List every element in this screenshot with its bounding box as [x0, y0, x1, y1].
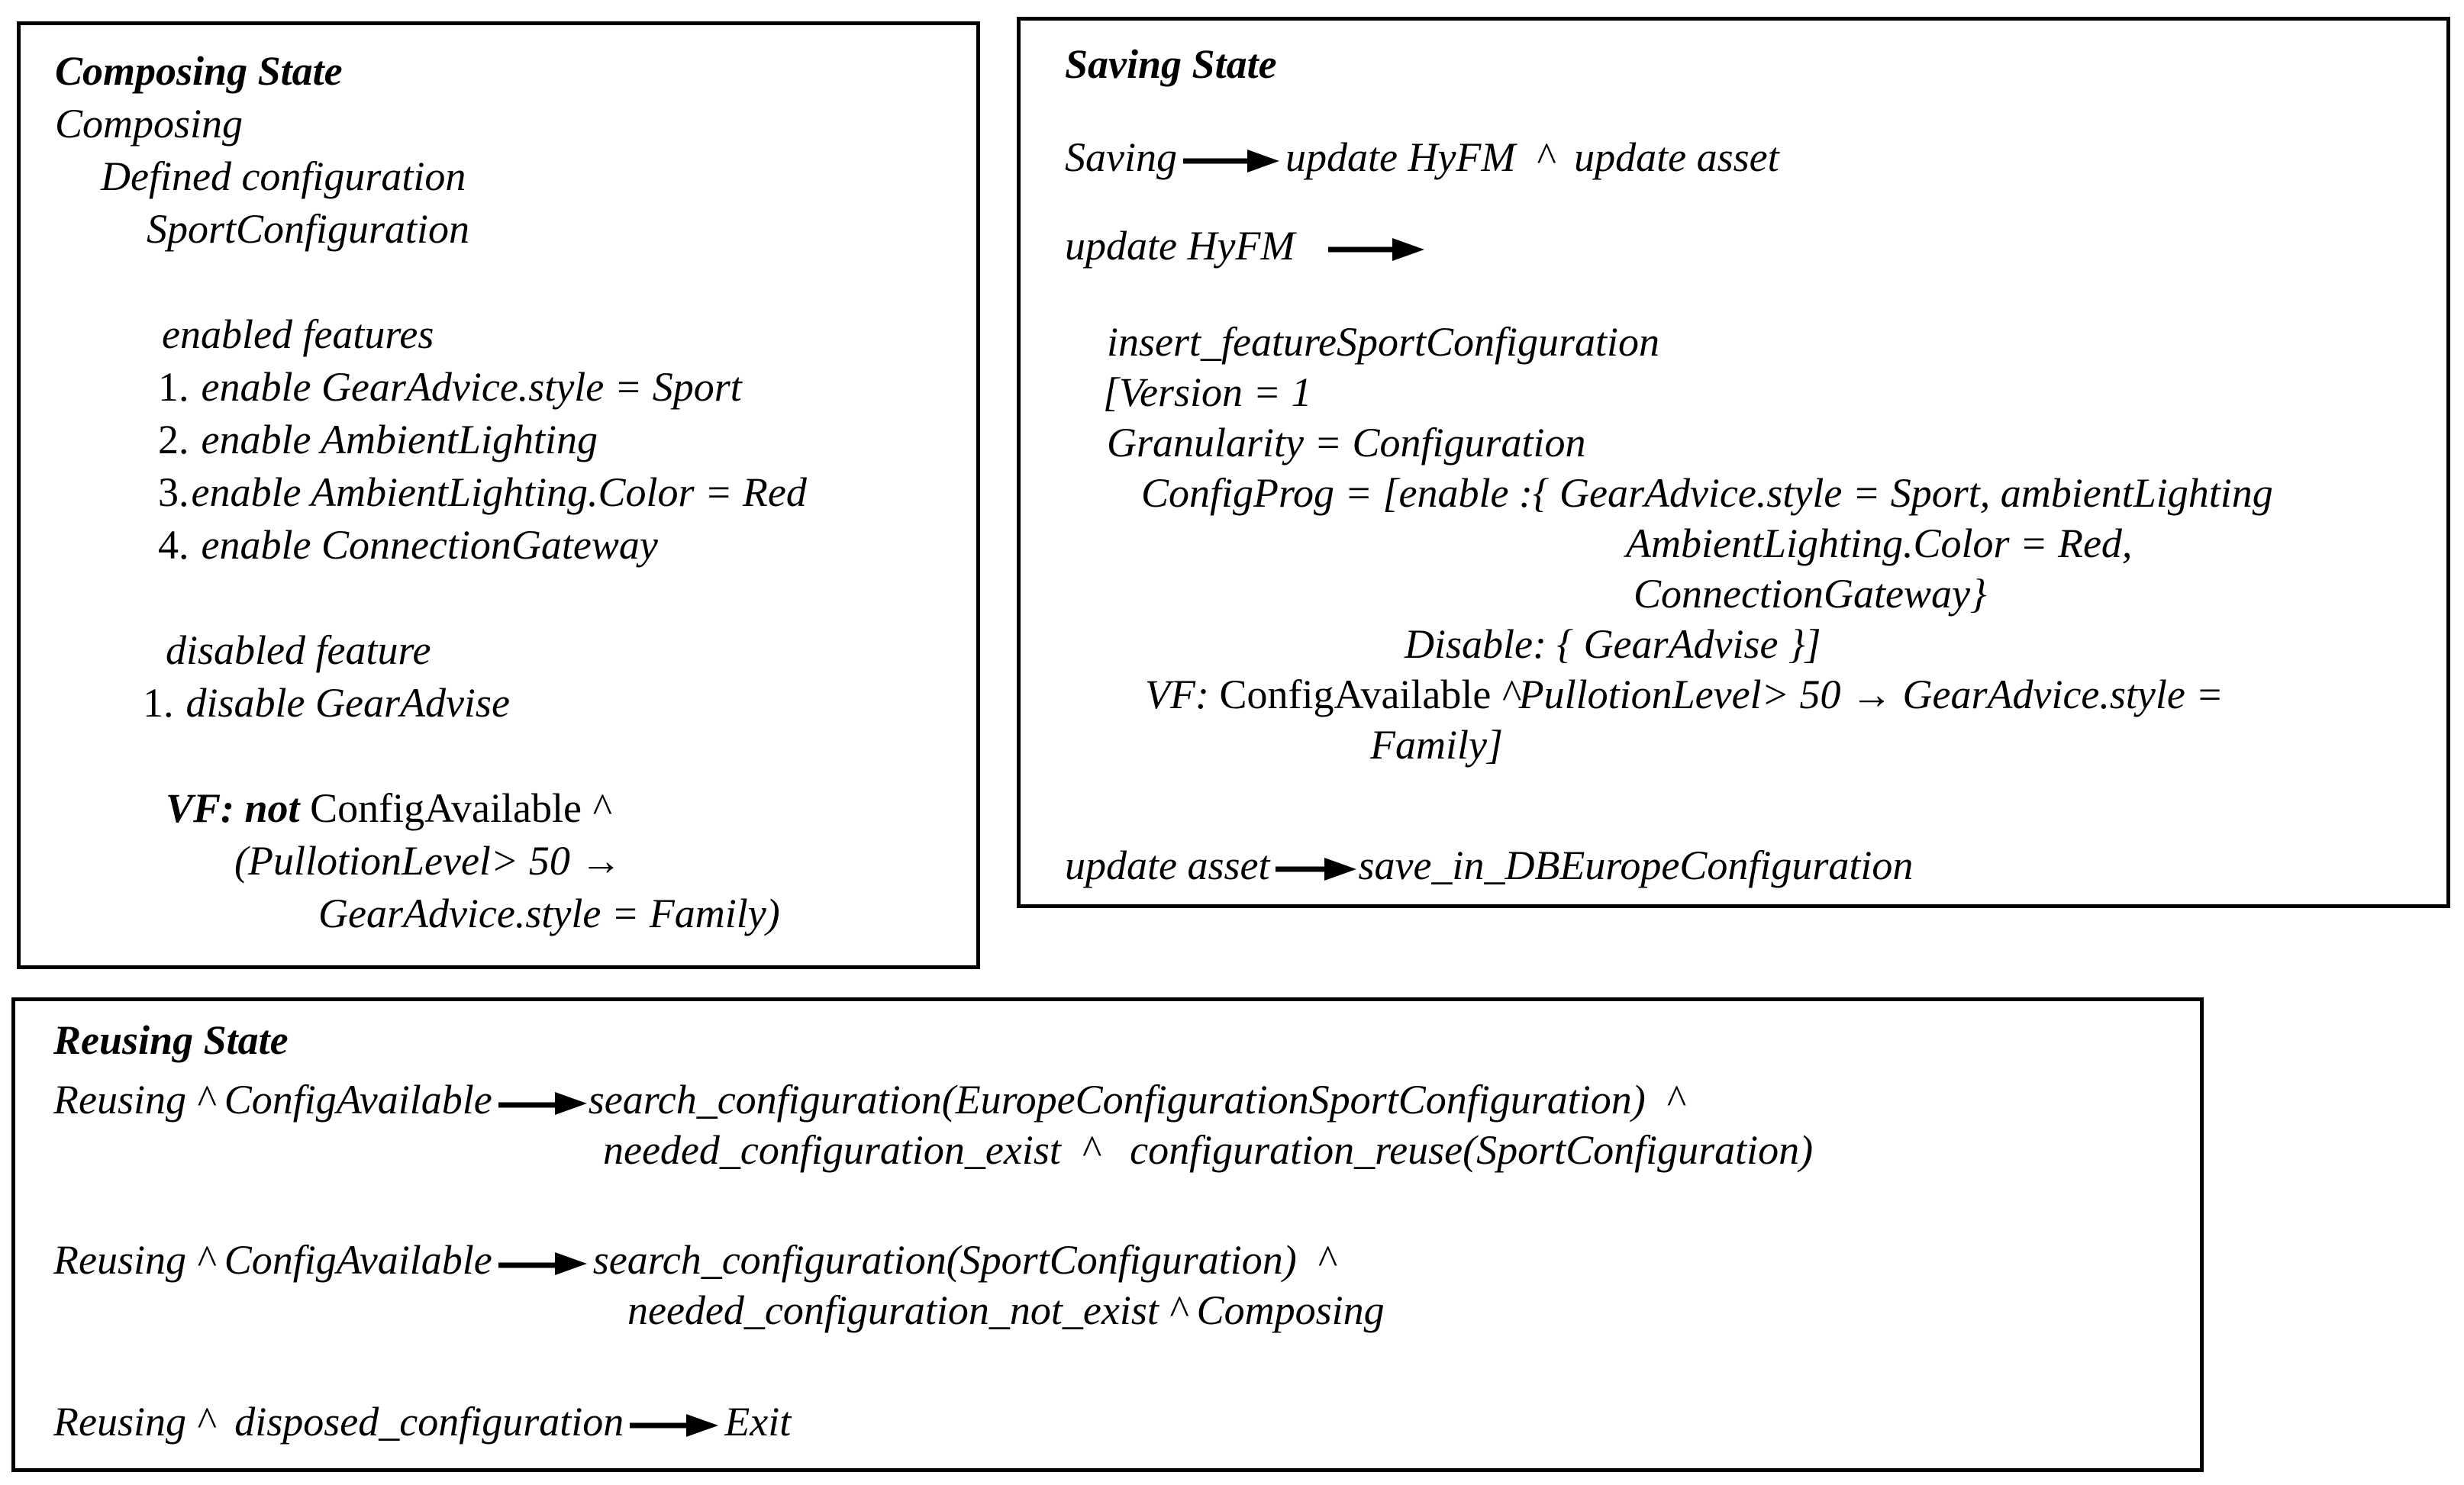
rule-rhs: search_configuration(EuropeConfiguration… — [588, 1077, 1684, 1123]
saving-title-text: Saving State — [1065, 41, 1277, 87]
defined-configuration-line: Defined configuration — [101, 153, 466, 199]
item-text: enable AmbientLighting — [201, 417, 598, 462]
vf-line-3: GearAdvice.style = Family) — [318, 891, 780, 936]
item-number: 2. — [158, 417, 189, 462]
right-arrow-icon — [1328, 238, 1425, 261]
connectiongateway-line: ConnectionGateway} — [1634, 571, 1987, 617]
rule-rhs: save_in_DBEuropeConfiguration — [1358, 842, 1914, 888]
right-arrow-icon — [498, 1252, 587, 1275]
blank-line — [55, 572, 976, 624]
disabled-item-1: 1.disable GearAdvise — [143, 677, 976, 730]
disable-line: Disable: { GearAdvise }] — [1405, 621, 1821, 667]
item-number: 4. — [158, 522, 189, 568]
vf-line-2: Family] — [1370, 722, 1503, 768]
item-number: 3. — [158, 469, 189, 515]
version-line: [Version = 1 — [1103, 369, 1312, 415]
rule-rhs: search_configuration(SportConfiguration)… — [592, 1237, 1335, 1283]
vf-condition: ^PullotionLevel> 50 → GearAdvice.style = — [1491, 672, 2224, 717]
rule-rhs: Exit — [724, 1399, 792, 1445]
composing-state-line: Composing — [55, 101, 243, 147]
enabled-features-heading: enabled features — [162, 311, 434, 357]
reusing-rule-1-line-1: Reusing ^ ConfigAvailable search_configur… — [53, 1074, 2200, 1125]
ambientlighting-color-line: AmbientLighting.Color = Red, — [1626, 520, 2133, 566]
rule-rhs: update HyFM ^ update asset — [1285, 134, 1779, 180]
right-arrow-icon — [498, 1092, 587, 1115]
item-text: enable ConnectionGateway — [201, 522, 658, 568]
vf-line-2: (PullotionLevel> 50 → — [234, 838, 622, 884]
insert-feature-line: insert_featureSportConfiguration — [1107, 319, 1660, 365]
reusing-rule-3: Reusing ^ disposed_configuration Exit — [53, 1396, 2200, 1447]
and-operator: ^ — [581, 785, 610, 831]
enabled-item-1: 1. enable GearAdvice.style = Sport — [158, 361, 976, 414]
item-text: enable AmbientLighting.Color = Red — [191, 469, 807, 515]
reusing-state-box: Reusing State Reusing ^ ConfigAvailable s… — [11, 997, 2204, 1472]
granularity-line: Granularity = Configuration — [1107, 420, 1586, 465]
vf-line-1: VF: not ConfigAvailable ^ — [166, 782, 976, 835]
sport-configuration-line: SportConfiguration — [147, 206, 470, 252]
enabled-item-3: 3.enable AmbientLighting.Color = Red — [158, 466, 976, 519]
blank-line — [55, 256, 976, 308]
rule-lhs: Reusing ^ ConfigAvailable — [53, 1237, 492, 1283]
item-text: disable GearAdvise — [185, 680, 510, 726]
saving-rule-2: update HyFM — [1065, 221, 2446, 271]
vf-keyword: VF: — [1145, 672, 1220, 717]
item-number: 1. — [158, 364, 189, 410]
enabled-item-2: 2. enable AmbientLighting — [158, 414, 976, 466]
composing-state-box: Composing State Composing Defined config… — [17, 21, 980, 969]
rule-lhs: update asset — [1065, 842, 1270, 888]
blank-line — [55, 730, 976, 782]
disabled-feature-heading: disabled feature — [166, 627, 431, 673]
rule-lhs: Reusing ^ ConfigAvailable — [53, 1077, 492, 1123]
item-number: 1. — [143, 680, 174, 726]
item-text: enable GearAdvice.style = Sport — [201, 364, 742, 410]
saving-state-box: Saving State Saving update HyFM ^ update … — [1017, 17, 2450, 908]
right-arrow-icon — [1182, 150, 1279, 172]
enabled-item-4: 4. enable ConnectionGateway — [158, 519, 976, 572]
rule-lhs: Saving — [1065, 134, 1177, 180]
composing-title: Composing State — [55, 45, 976, 98]
right-arrow-icon — [1276, 858, 1357, 881]
rule-lhs: update HyFM — [1065, 223, 1295, 269]
reusing-title: Reusing State — [53, 1015, 2200, 1065]
reusing-title-text: Reusing State — [53, 1017, 289, 1063]
vf-keyword: VF: not — [166, 785, 311, 831]
reusing-rule-2-line-1: Reusing ^ ConfigAvailable search_configur… — [53, 1235, 2200, 1285]
saving-title: Saving State — [1065, 39, 2446, 89]
vf-line-1: VF: ConfigAvailable ^PullotionLevel> 50 … — [1145, 669, 2446, 720]
composing-title-text: Composing State — [55, 48, 343, 94]
config-available-term: ConfigAvailable — [1219, 672, 1492, 717]
rule-lhs: Reusing ^ disposed_configuration — [53, 1399, 624, 1445]
right-arrow-icon — [630, 1414, 719, 1437]
saving-rule-1: Saving update HyFM ^ update asset — [1065, 132, 2446, 182]
reusing-rule-1-line-2: needed_configuration_exist ^ configurati… — [603, 1127, 1814, 1173]
config-available-term: ConfigAvailable — [310, 785, 582, 831]
reusing-rule-2-line-2: needed_configuration_not_exist ^ Composi… — [627, 1287, 1385, 1333]
configprog-line: ConfigProg = [enable :{ GearAdvice.style… — [1141, 470, 2273, 516]
saving-rule-3: update asset save_in_DBEuropeConfiguratio… — [1065, 840, 2446, 891]
